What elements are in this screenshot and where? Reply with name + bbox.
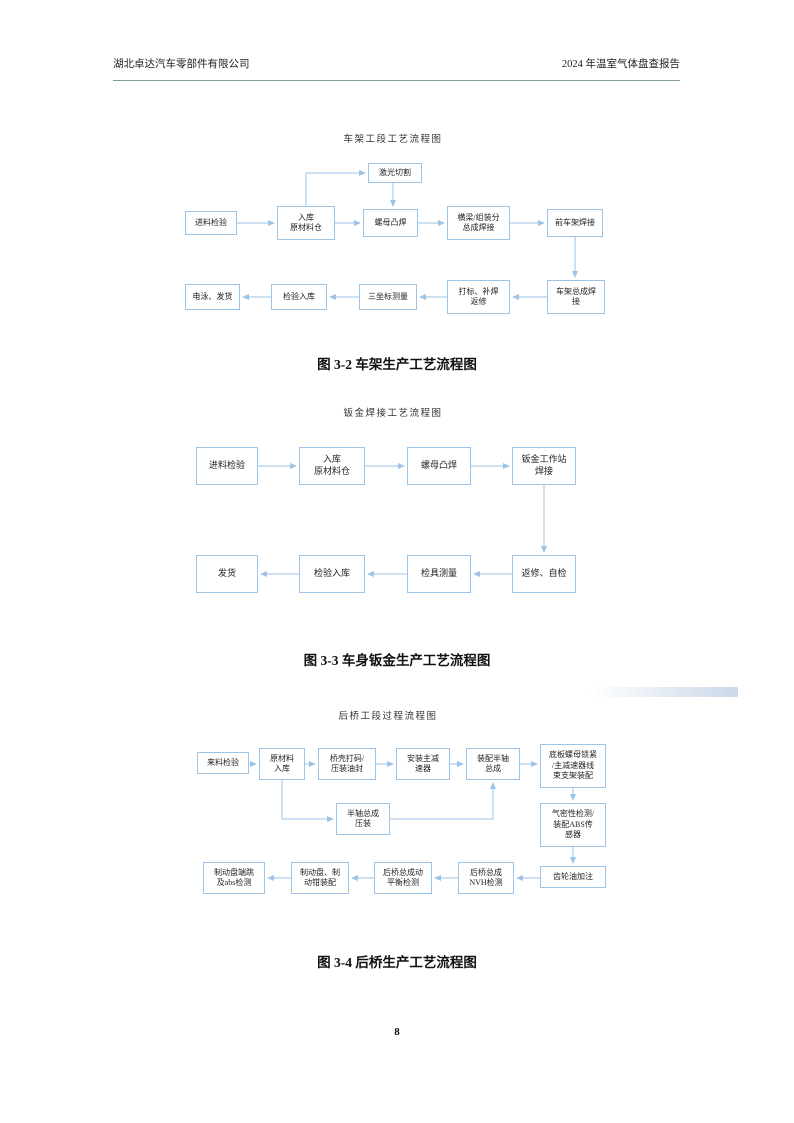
node-laser-cutting: 激光切割	[368, 163, 422, 183]
node-air-tightness-abs-sensor: 气密性检测/ 装配ABS传 感器	[540, 803, 606, 847]
node-gauge-measurement: 检具测量	[407, 555, 471, 593]
node-base-plate-nut-locking: 底板螺母锁紧 /主减速器线 束支架装配	[540, 744, 606, 788]
node-repair-self-check: 返修、自检	[512, 555, 576, 593]
flowchart-title: 车架工段工艺流程图	[343, 135, 443, 145]
node-rear-axle-nvh-test: 后桥总成 NVH检测	[458, 862, 514, 894]
node-front-frame-welding: 前车架焊接	[547, 209, 603, 237]
node-crossbeam-subassembly-welding: 横梁/组装分 总成焊接	[447, 206, 510, 240]
page-header: 湖北卓达汽车零部件有限公司 2024 年温室气体盘查报告	[113, 56, 680, 81]
flowchart-frame-process: 车架工段工艺流程图 激光切割 进料检验 入库 原材料仓 螺母凸焊 横梁/组装分 …	[113, 125, 673, 340]
node-inspection-storage: 检验入库	[299, 555, 365, 593]
node-frame-assembly-welding: 车架总成焊 接	[547, 280, 605, 314]
flowchart-sheet-metal-process: 钣金焊接工艺流程图 进料检验 入库 原材料仓 螺母凸焊 钣金工作站 焊接 返修、…	[113, 400, 673, 610]
flowchart-title: 后桥工段过程流程图	[338, 712, 438, 722]
node-raw-material-warehouse: 入库 原材料仓	[299, 447, 365, 485]
node-sheet-metal-station-welding: 钣金工作站 焊接	[512, 447, 576, 485]
node-half-shaft-assembly-fit: 装配半轴 总成	[466, 748, 520, 780]
node-install-main-reducer: 安装主减 速器	[396, 748, 450, 780]
page-number: 8	[394, 1026, 400, 1038]
flow-connectors	[249, 761, 576, 881]
flow-connectors	[237, 170, 578, 300]
node-axle-housing-marking-oil-seal: 桥壳打码/ 压装油封	[318, 748, 376, 780]
node-nut-projection-welding: 螺母凸焊	[407, 447, 471, 485]
node-raw-material-storage: 原材料 入库	[259, 748, 305, 780]
node-gear-oil-filling: 齿轮油加注	[540, 866, 606, 888]
node-brake-disc-caliper-assembly: 制动盘、制 动钳装配	[291, 862, 349, 894]
figure-caption-3-3: 图 3-3 车身钣金生产工艺流程图	[303, 653, 491, 668]
flowchart-title: 钣金焊接工艺流程图	[343, 409, 443, 419]
node-nut-projection-welding: 螺母凸焊	[363, 209, 418, 237]
node-half-shaft-press-fit: 半轴总成 压装	[336, 803, 390, 835]
node-incoming-inspection: 进料检验	[185, 211, 237, 235]
flow-connectors	[258, 463, 547, 577]
figure-caption-3-4: 图 3-4 后桥生产工艺流程图	[317, 955, 477, 970]
node-cmm-measurement: 三坐标测量	[359, 284, 417, 310]
node-raw-material-warehouse: 入库 原材料仓	[277, 206, 335, 240]
node-inspection-storage: 检验入库	[271, 284, 327, 310]
node-ed-coating-shipping: 电泳、发货	[185, 284, 240, 310]
node-shipping: 发货	[196, 555, 258, 593]
header-company-name: 湖北卓达汽车零部件有限公司	[113, 59, 250, 70]
node-incoming-inspection: 进料检验	[196, 447, 258, 485]
figure-caption-3-2: 图 3-2 车架生产工艺流程图	[317, 357, 477, 372]
flowchart-rear-axle-process: 后桥工段过程流程图 来料检验 原材料 入库 桥壳打码/ 压装油封 安装主减	[113, 700, 753, 915]
header-report-title: 2024 年温室气体盘查报告	[561, 59, 680, 70]
scan-smudge	[588, 687, 738, 697]
node-brake-disc-runout-abs-test: 制动盘端跳 及abs检测	[203, 862, 265, 894]
node-incoming-material-inspection: 来料检验	[197, 752, 249, 774]
node-dynamic-balance-test: 后桥总成动 平衡检测	[374, 862, 432, 894]
node-marking-repair: 打标、补焊 返修	[447, 280, 510, 314]
